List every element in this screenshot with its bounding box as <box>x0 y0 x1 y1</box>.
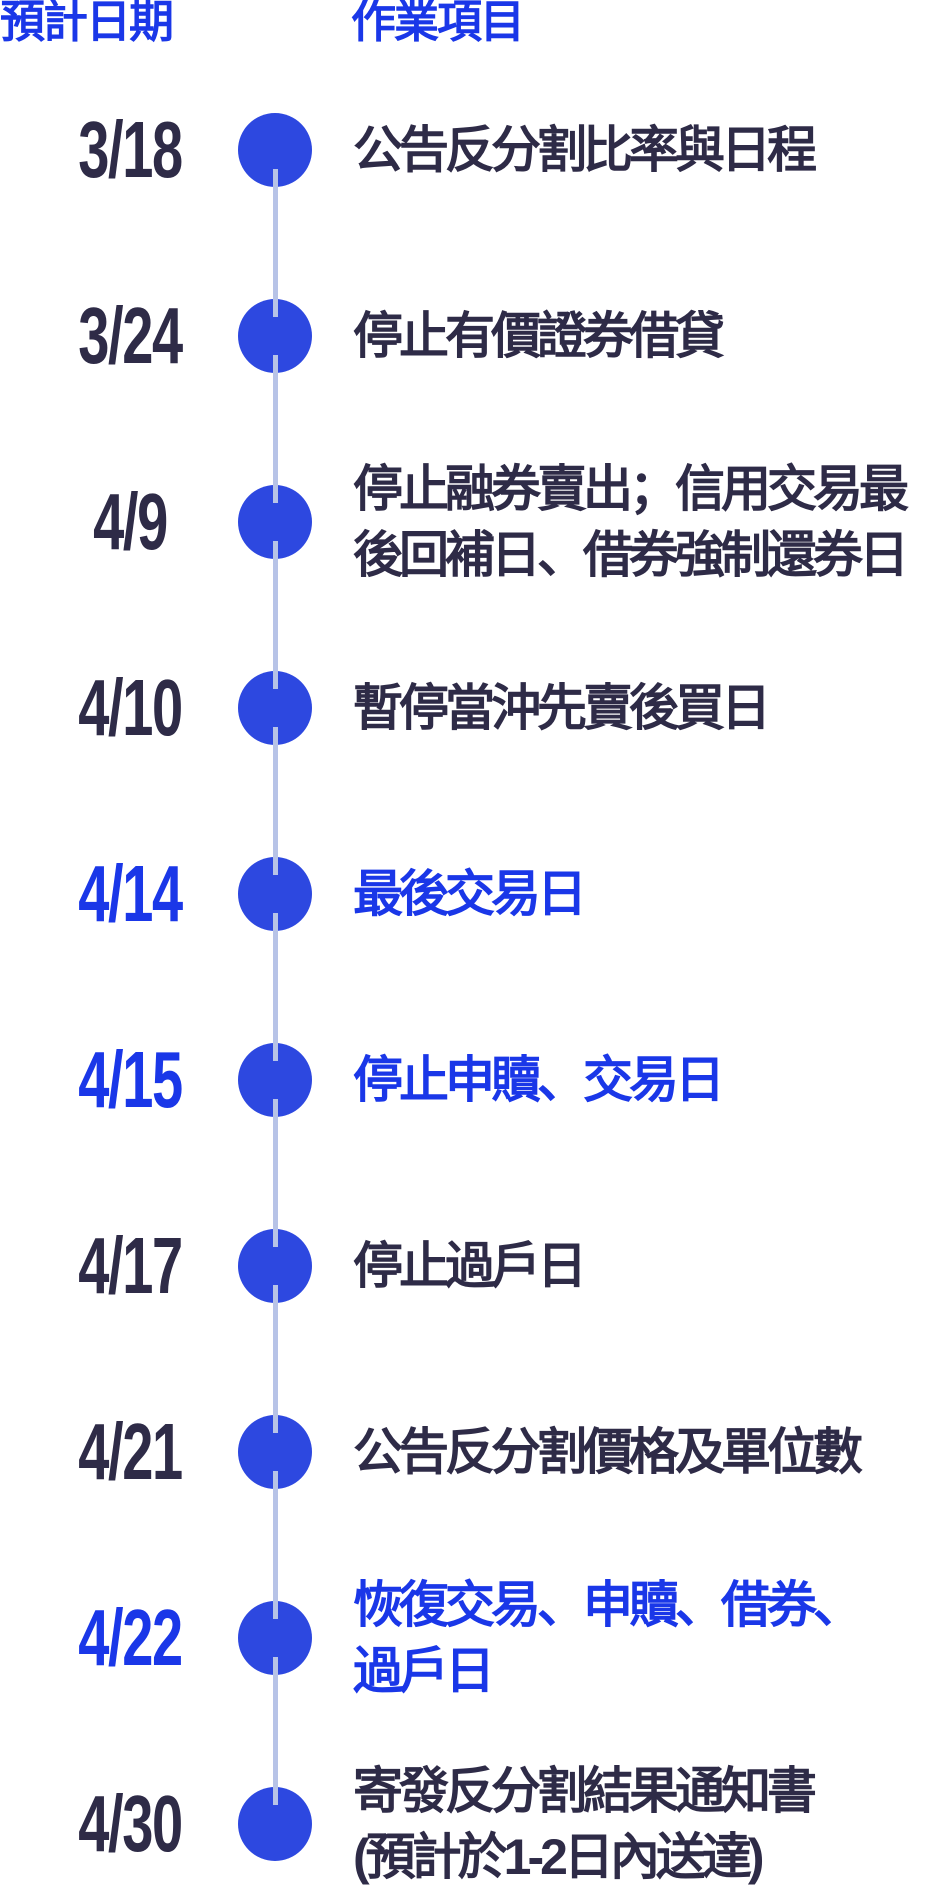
date-label: 4/21 <box>78 1407 183 1496</box>
task-label: 公告反分割價格及單位數 <box>353 1424 863 1480</box>
date-label: 4/22 <box>78 1593 183 1682</box>
date-label: 4/30 <box>78 1779 183 1868</box>
task-label: 公告反分割比率與日程 <box>353 122 817 178</box>
timeline-connector <box>273 913 278 1061</box>
task-label: 恢復交易、申贖、借券、 過戶日 <box>353 1577 863 1699</box>
task-label: 停止有價證券借貸 <box>353 308 725 364</box>
timeline-connector <box>273 1285 278 1433</box>
timeline-connector <box>273 1657 278 1805</box>
task-label: 寄發反分割結果通知書 (預計於1-2日內送達) <box>353 1763 817 1885</box>
date-label: 3/18 <box>78 105 183 194</box>
expected-date-column-header: 預計日期 <box>0 0 174 47</box>
timeline-connector <box>273 1099 278 1247</box>
timeline-connector <box>273 169 278 317</box>
task-label: 最後交易日 <box>353 866 587 922</box>
task-label: 暫停當沖先賣後買日 <box>353 680 771 736</box>
date-label: 3/24 <box>78 291 183 380</box>
date-label: 4/17 <box>78 1221 183 1310</box>
timeline-connector <box>273 727 278 875</box>
date-label: 4/14 <box>78 849 183 938</box>
task-label: 停止融券賣出；信用交易最 後回補日、借券強制還券日 <box>353 461 909 583</box>
task-label: 停止過戶日 <box>353 1238 587 1294</box>
task-label: 停止申贖、交易日 <box>353 1052 725 1108</box>
timeline-connector <box>273 355 278 503</box>
date-label: 4/15 <box>78 1035 183 1124</box>
timeline-connector <box>273 1471 278 1619</box>
timeline-connector <box>273 541 278 689</box>
date-label: 4/9 <box>93 477 168 566</box>
task-item-column-header: 作業項目 <box>351 0 525 47</box>
date-label: 4/10 <box>78 663 183 752</box>
